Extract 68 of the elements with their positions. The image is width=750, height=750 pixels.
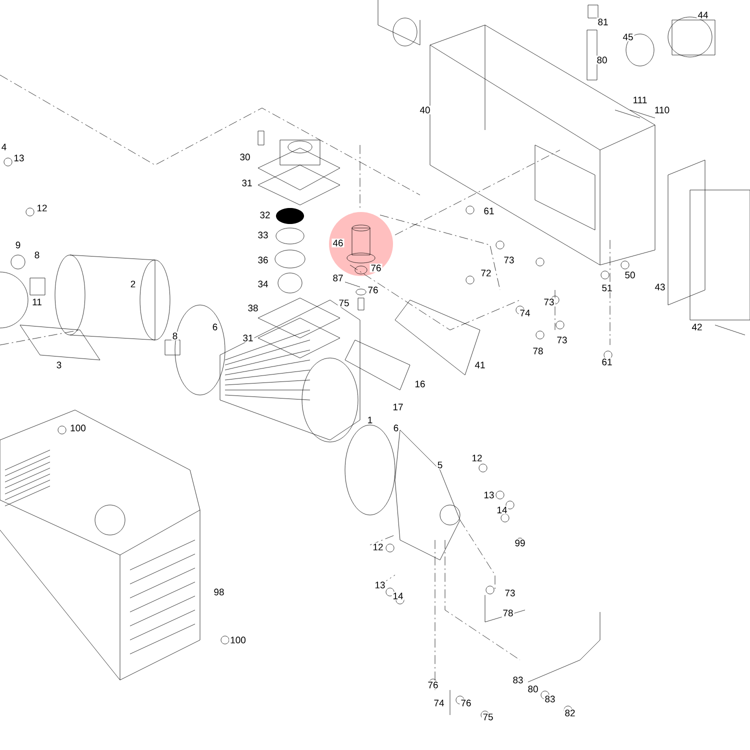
callout-number: 61 <box>482 206 496 216</box>
callout-number: 6 <box>392 424 400 432</box>
callout-number: 43 <box>654 282 666 292</box>
callout-number: 33 <box>256 230 270 240</box>
callout-number: 6 <box>211 322 219 332</box>
callout-number: 78 <box>532 346 544 356</box>
callout-number: 83 <box>512 676 524 684</box>
callout-number: 2 <box>129 280 137 288</box>
callout-number: 99 <box>514 538 526 548</box>
callout-number: 40 <box>418 106 432 114</box>
callout-number: 38 <box>246 304 260 312</box>
callout-number: 78 <box>502 608 514 618</box>
callout-number: 11 <box>31 298 43 306</box>
callout-number: 5 <box>436 460 444 470</box>
callout-number: 12 <box>36 204 48 212</box>
callout-number: 100 <box>69 424 87 432</box>
callout-number: 76 <box>426 680 440 690</box>
callout-number: 4 <box>0 142 8 152</box>
callout-number: 1 <box>366 416 374 424</box>
callout-number: 75 <box>338 298 350 308</box>
callout-number: 41 <box>474 360 486 370</box>
callout-number: 12 <box>470 454 484 462</box>
callout-number: 32 <box>258 210 272 220</box>
callout-number: 13 <box>12 154 26 162</box>
callout-number: 80 <box>526 684 540 694</box>
callout-number: 12 <box>372 542 384 552</box>
callout-number: 30 <box>238 152 252 162</box>
callout-number: 46 <box>332 238 344 248</box>
callout-number: 44 <box>696 10 710 20</box>
callout-number: 61 <box>600 358 614 366</box>
callout-number: 17 <box>392 402 404 412</box>
callout-number: 13 <box>374 580 386 590</box>
callout-number: 14 <box>392 592 404 600</box>
callout-number: 98 <box>212 588 226 596</box>
callout-number: 110 <box>653 106 671 114</box>
callout-number: 16 <box>414 380 426 388</box>
callout-number: 75 <box>482 712 494 722</box>
callout-number: 14 <box>496 506 508 514</box>
callout-number: 9 <box>14 240 22 250</box>
callout-number: 80 <box>596 56 608 64</box>
callout-number: 73 <box>502 256 516 264</box>
callout-number: 36 <box>256 256 270 264</box>
callout-number: 74 <box>518 308 532 318</box>
callout-number: 8 <box>33 250 41 260</box>
callout-number: 72 <box>480 268 492 278</box>
callout-number: 73 <box>504 588 516 598</box>
callout-number: 76 <box>370 264 382 272</box>
callout-number: 76 <box>366 286 380 294</box>
callout-number: 76 <box>460 698 472 708</box>
callout-number: 50 <box>624 270 636 280</box>
callout-number: 31 <box>240 178 254 188</box>
callout-number: 8 <box>171 332 179 340</box>
callout-number: 51 <box>600 284 614 292</box>
callout-number: 13 <box>482 490 496 500</box>
callout-number: 42 <box>690 322 704 332</box>
callout-number: 74 <box>432 698 446 708</box>
callout-number: 73 <box>542 298 556 306</box>
callout-number: 100 <box>229 636 247 644</box>
callout-number: 3 <box>55 360 63 370</box>
callout-number: 73 <box>556 336 568 344</box>
callout-number: 81 <box>596 18 610 26</box>
callout-number: 31 <box>242 334 254 342</box>
callout-number: 87 <box>332 274 344 282</box>
callout-number: 34 <box>256 280 270 288</box>
callout-number: 82 <box>564 708 576 718</box>
callout-number: 45 <box>622 32 634 42</box>
callout-number: 111 <box>632 96 648 104</box>
callout-number: 83 <box>544 694 556 704</box>
